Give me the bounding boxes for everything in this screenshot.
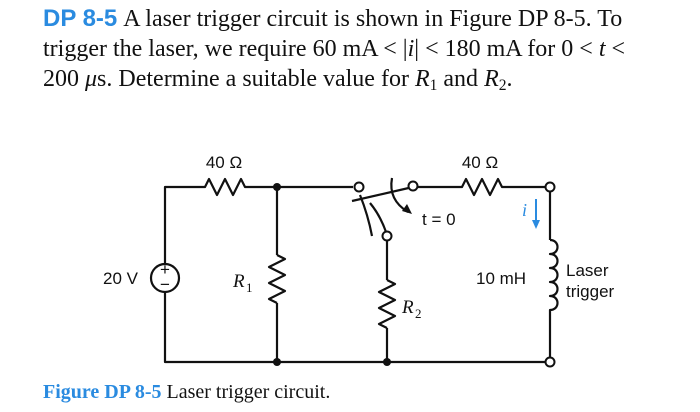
voltage-source bbox=[149, 262, 181, 294]
problem-line-2: trigger the laser, we require 60 mA < |i… bbox=[43, 36, 626, 62]
source-label: 20 V bbox=[103, 269, 139, 288]
switch-terminal-lower bbox=[381, 230, 393, 242]
r2-sub: 2 bbox=[415, 306, 422, 321]
switch-terminal-left bbox=[353, 181, 365, 193]
node-bottom-r1 bbox=[273, 358, 281, 366]
resistor-right-label: 40 Ω bbox=[462, 153, 498, 172]
node-bottom-r2 bbox=[383, 358, 391, 366]
resistor-40-right bbox=[457, 177, 546, 197]
r1-label: R bbox=[232, 271, 245, 292]
switch-terminal-right bbox=[407, 180, 419, 192]
wire-left-top bbox=[163, 185, 200, 264]
terminal-top-right bbox=[544, 181, 556, 193]
problem-line-3: 200 μs. Determine a suitable value for R… bbox=[43, 66, 513, 94]
inductor-10mh bbox=[548, 238, 559, 320]
load-label-1: Laser bbox=[566, 261, 609, 280]
source-plus: + bbox=[160, 260, 170, 279]
problem-number: DP 8-5 bbox=[43, 5, 118, 32]
switch-arrow-head bbox=[402, 204, 412, 214]
caption-text: Laser trigger circuit. bbox=[166, 381, 331, 403]
switch-arc-lower bbox=[358, 194, 374, 237]
switch-arc-lower2 bbox=[369, 202, 388, 233]
r1-sub: 1 bbox=[246, 280, 253, 295]
wire-source-bottom bbox=[163, 292, 545, 364]
resistor-left-label: 40 Ω bbox=[206, 153, 242, 172]
load-label-2: trigger bbox=[566, 282, 615, 301]
resistor-40-left bbox=[200, 177, 250, 197]
r2-label: R bbox=[401, 297, 414, 318]
terminal-bottom-right bbox=[544, 356, 556, 368]
resistor-r2 bbox=[377, 279, 397, 329]
switch-label: t = 0 bbox=[422, 210, 456, 229]
inductor-label: 10 mH bbox=[476, 269, 526, 288]
resistor-r1 bbox=[267, 254, 287, 304]
caption-label: Figure DP 8-5 bbox=[43, 381, 162, 403]
source-minus: − bbox=[160, 275, 170, 294]
node-top bbox=[273, 183, 281, 191]
current-arrow-head bbox=[532, 220, 540, 229]
current-label: i bbox=[522, 200, 527, 220]
